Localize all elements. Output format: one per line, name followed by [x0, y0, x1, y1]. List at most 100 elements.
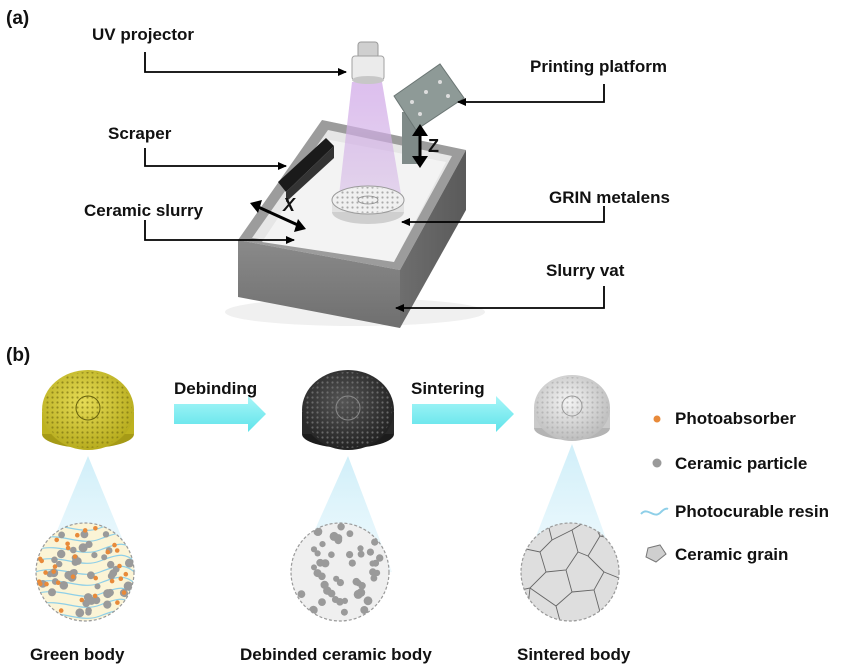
photoabsorber-legend-icon	[653, 415, 661, 423]
grin-metalens-label: GRIN metalens	[549, 188, 670, 207]
photoabsorber-particle	[92, 593, 98, 599]
photoabsorber-particle	[75, 532, 80, 538]
ceramic-particle	[358, 582, 366, 590]
slurry-vat-label: Slurry vat	[546, 261, 625, 280]
printer-illustration	[225, 41, 485, 328]
photoabsorber-particle	[65, 545, 71, 551]
photoabsorber-particle	[82, 528, 88, 533]
photoabsorber-particle	[115, 600, 120, 605]
ceramic-particle	[314, 550, 321, 557]
z-axis-arrow	[412, 124, 428, 168]
ceramic-particle	[101, 554, 108, 561]
vat-front-face	[238, 240, 400, 328]
photoabsorber-particle	[52, 564, 58, 569]
ceramic-particle	[331, 596, 339, 603]
ceramic-particle	[71, 558, 79, 566]
photoabsorber-particle	[118, 576, 124, 581]
ceramic-particle	[327, 589, 336, 598]
ceramic-particle	[346, 551, 354, 559]
ceramic-particle	[376, 554, 384, 562]
ceramic-particle	[346, 530, 354, 538]
photoabsorber-particle	[43, 570, 48, 575]
vat-side-face	[400, 150, 466, 328]
sintering-label: Sintering	[411, 379, 485, 398]
panel-a-tag: (a)	[6, 8, 30, 29]
slurry-vat-leader	[395, 286, 605, 312]
photoabsorber-particle	[109, 578, 115, 584]
ceramic-particle	[94, 583, 101, 590]
ceramic-particle	[87, 571, 95, 580]
ceramic-particle	[59, 581, 69, 590]
ceramic-particle	[57, 549, 66, 559]
photoabsorber-particle	[105, 549, 111, 555]
x-axis-arrow	[250, 200, 306, 232]
ceramic-particle-legend-icon	[652, 458, 662, 468]
photocurable-resin-legend-icon	[640, 507, 669, 516]
photoabsorber-particle	[123, 571, 129, 577]
photoabsorber-particle	[37, 556, 43, 562]
debinded-body-label: Debinded ceramic body	[240, 645, 432, 664]
ceramic-particle	[58, 531, 65, 539]
ceramic-particle	[83, 593, 93, 602]
ceramic-particle	[371, 538, 379, 546]
photocurable-resin-legend-label: Photocurable resin	[675, 502, 829, 521]
ceramic-particle	[48, 588, 56, 597]
green-body-label: Green body	[30, 645, 125, 664]
green-microstructure	[35, 522, 135, 622]
scraper-blade	[278, 138, 334, 202]
ceramic-particle	[56, 560, 63, 568]
photoabsorber-particle	[44, 581, 49, 587]
uv-light-beam	[338, 82, 402, 204]
ceramic-particle	[311, 564, 317, 571]
ceramic-particle	[75, 608, 85, 618]
uv-projector-leader	[144, 52, 347, 76]
photoabsorber-particle	[93, 575, 98, 581]
scraper-label: Scraper	[108, 124, 172, 143]
photoabsorber-particle	[112, 542, 117, 548]
ceramic-particle	[366, 548, 374, 556]
debinding-label: Debinding	[174, 379, 258, 398]
ceramic-particle	[348, 559, 356, 567]
ceramic-particle	[80, 530, 89, 539]
ceramic-particle	[373, 569, 381, 577]
photoabsorber-particle	[72, 554, 78, 559]
photoabsorber-particle	[65, 541, 70, 547]
ceramic-particle	[318, 572, 326, 581]
sintered-microstructure	[520, 522, 620, 622]
panel-b-tag: (b)	[6, 345, 31, 366]
ceramic-particle	[334, 534, 343, 542]
ceramic-particle	[91, 552, 98, 559]
ceramic-particle	[370, 574, 378, 582]
debinded-body-lens	[302, 370, 394, 450]
ceramic-slurry-leader	[144, 220, 295, 244]
ceramic-particle	[106, 588, 114, 597]
photoabsorber-particle	[79, 597, 85, 603]
photoabsorber-particle	[55, 580, 61, 585]
ceramic-particle	[109, 569, 118, 578]
ceramic-grain-legend-label: Ceramic grain	[675, 545, 789, 564]
ceramic-particle	[316, 558, 325, 567]
ceramic-particle	[357, 550, 365, 558]
uv-projector-label: UV projector	[92, 25, 195, 44]
scraper-leader	[144, 148, 287, 170]
ceramic-particle	[78, 543, 88, 553]
photoabsorber-particle	[58, 608, 64, 613]
ceramic-particle	[353, 589, 363, 599]
ceramic-particle	[341, 597, 348, 605]
ceramic-particle	[360, 606, 369, 614]
printing-platform-leader	[457, 84, 605, 106]
ceramic-grain-legend-icon	[645, 544, 667, 563]
ceramic-particle	[70, 546, 77, 554]
photoabsorber-particle	[93, 526, 98, 531]
ceramic-particle	[319, 541, 326, 548]
ceramic-particle	[340, 608, 348, 616]
photoabsorber-legend-label: Photoabsorber	[675, 409, 796, 428]
uv-projector-device	[351, 41, 385, 84]
debinding-arrow	[174, 396, 266, 432]
ceramic-particle	[103, 600, 112, 609]
sintering-arrow	[412, 396, 514, 432]
ceramic-particle	[309, 605, 318, 615]
ceramic-particle	[297, 590, 306, 598]
z-axis-label: Z	[428, 136, 439, 156]
